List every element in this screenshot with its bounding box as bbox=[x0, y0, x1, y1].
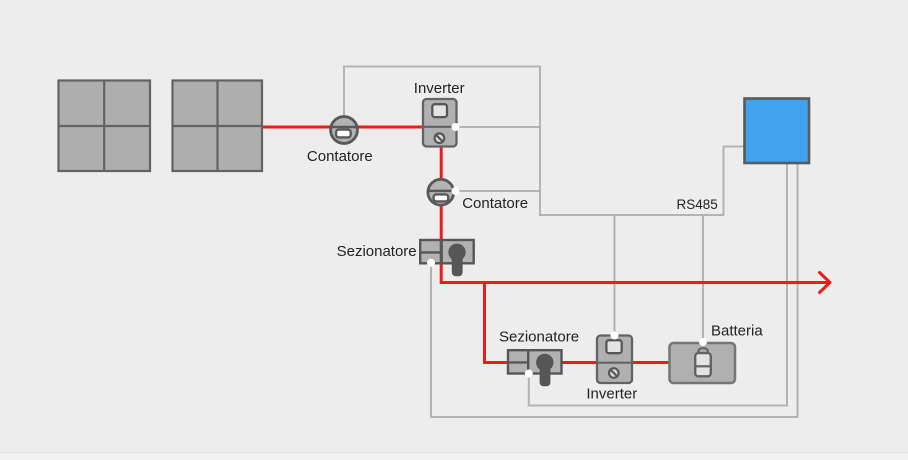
svg-text:RS485: RS485 bbox=[677, 197, 718, 212]
svg-text:Batteria: Batteria bbox=[711, 323, 763, 340]
svg-text:Sezionatore: Sezionatore bbox=[337, 243, 417, 260]
svg-text:Contatore: Contatore bbox=[307, 148, 373, 165]
svg-text:Sezionatore: Sezionatore bbox=[499, 329, 579, 346]
svg-text:Inverter: Inverter bbox=[414, 80, 465, 97]
svg-text:Contatore: Contatore bbox=[462, 195, 528, 212]
svg-text:Inverter: Inverter bbox=[586, 386, 637, 403]
